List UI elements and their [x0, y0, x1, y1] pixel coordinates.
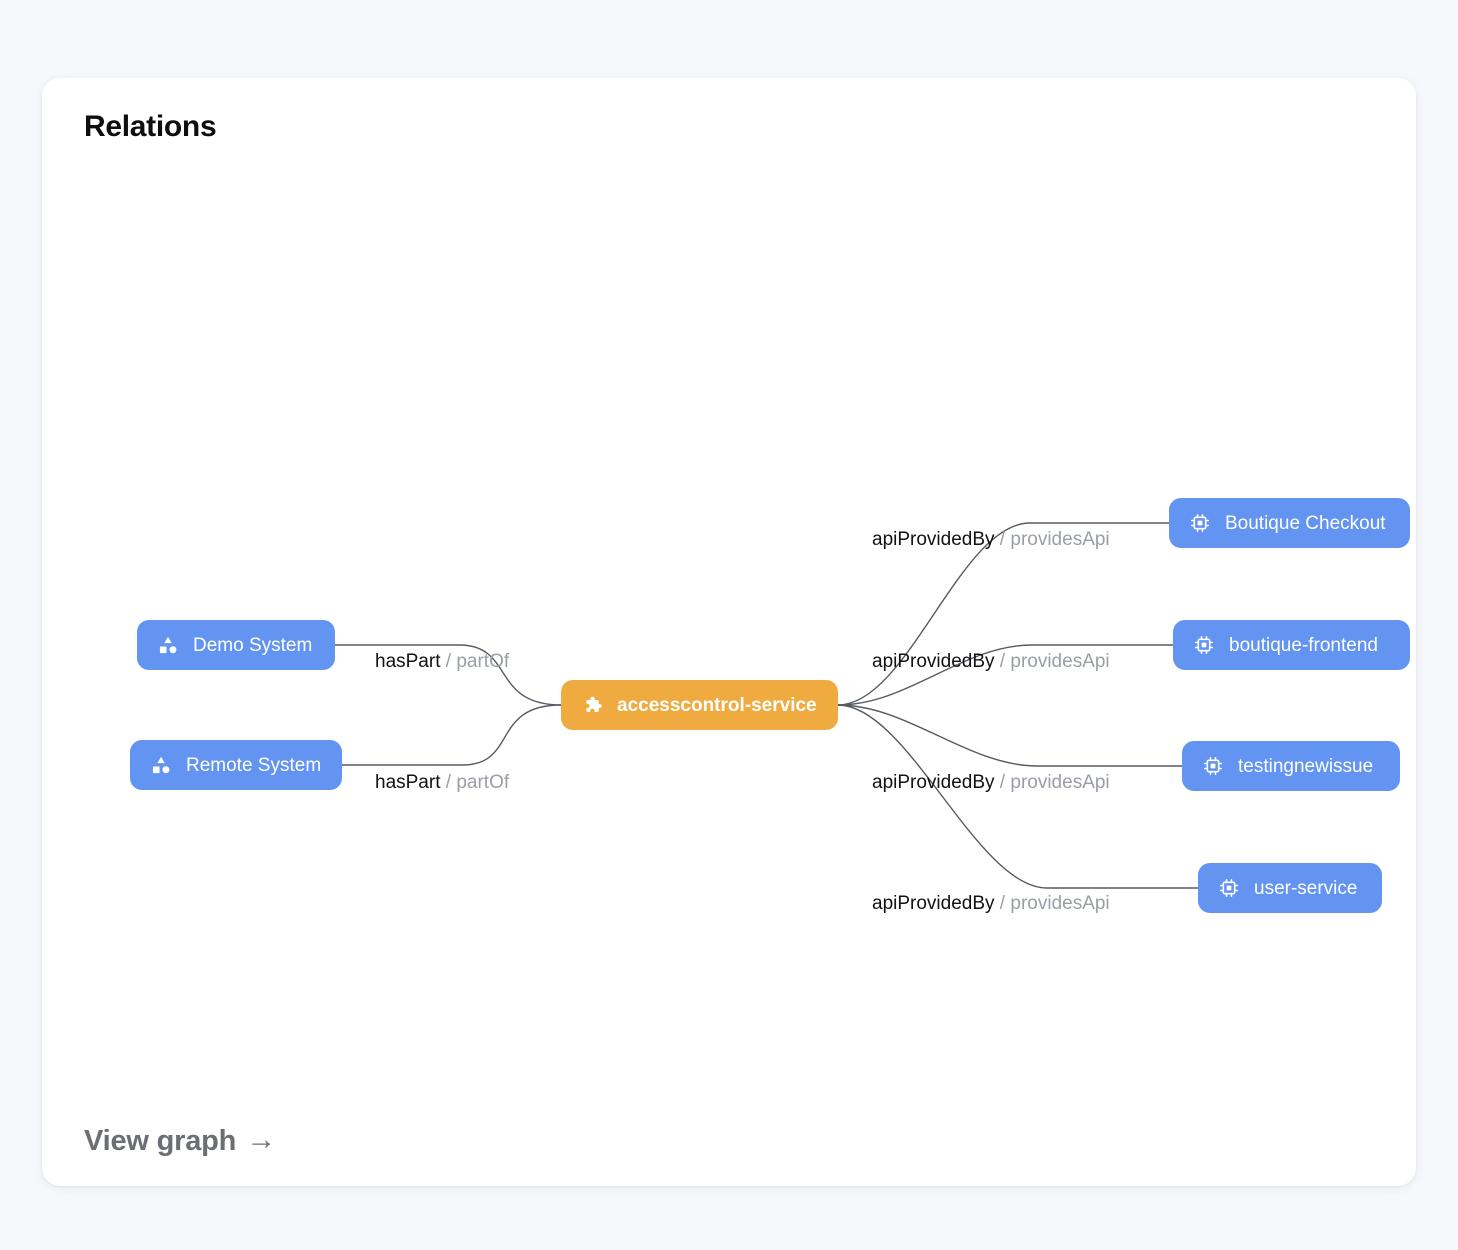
chip-icon	[1189, 512, 1211, 534]
arrow-right-icon: →	[246, 1123, 276, 1156]
graph-node-label: Demo System	[193, 634, 313, 656]
graph-node-testingnewissue[interactable]: testingnewissue	[1182, 741, 1400, 791]
graph-edge-edge-user-service	[837, 704, 1198, 889]
graph-node-label: user-service	[1254, 877, 1358, 899]
graph-node-user-service[interactable]: user-service	[1198, 863, 1382, 913]
chip-icon	[1218, 877, 1240, 899]
graph-node-label: testingnewissue	[1238, 755, 1374, 777]
category-icon	[157, 634, 179, 656]
graph-node-boutique-checkout[interactable]: Boutique Checkout	[1169, 498, 1410, 548]
relations-card: Relations accesscontrol-service Demo Syst…	[42, 78, 1416, 1186]
chip-icon	[1202, 755, 1224, 777]
graph-node-label: Remote System	[186, 754, 322, 776]
graph-edge-edge-remote-system	[342, 704, 562, 766]
graph-node-label: boutique-frontend	[1229, 634, 1378, 656]
graph-edge-edge-boutique-checkout	[837, 522, 1169, 706]
chip-icon	[1193, 634, 1215, 656]
graph-edge-edge-testingnewissue	[837, 704, 1182, 767]
graph-edge-edge-demo-system	[335, 644, 562, 706]
graph-edges-svg	[335, 522, 1198, 889]
view-graph-label: View graph	[84, 1124, 237, 1157]
graph-node-boutique-frontend[interactable]: boutique-frontend	[1173, 620, 1410, 670]
graph-node-label: accesscontrol-service	[617, 694, 817, 716]
page-title: Relations	[84, 110, 217, 143]
graph-node-accesscontrol-service[interactable]: accesscontrol-service	[561, 680, 838, 730]
graph-edge-edge-boutique-frontend	[837, 644, 1173, 706]
view-graph-link[interactable]: View graph →	[84, 1123, 276, 1158]
graph-node-demo-system[interactable]: Demo System	[137, 620, 335, 670]
graph-node-label: Boutique Checkout	[1225, 512, 1386, 534]
category-icon	[150, 754, 172, 776]
graph-node-remote-system[interactable]: Remote System	[130, 740, 342, 790]
puzzle-icon	[581, 694, 603, 716]
